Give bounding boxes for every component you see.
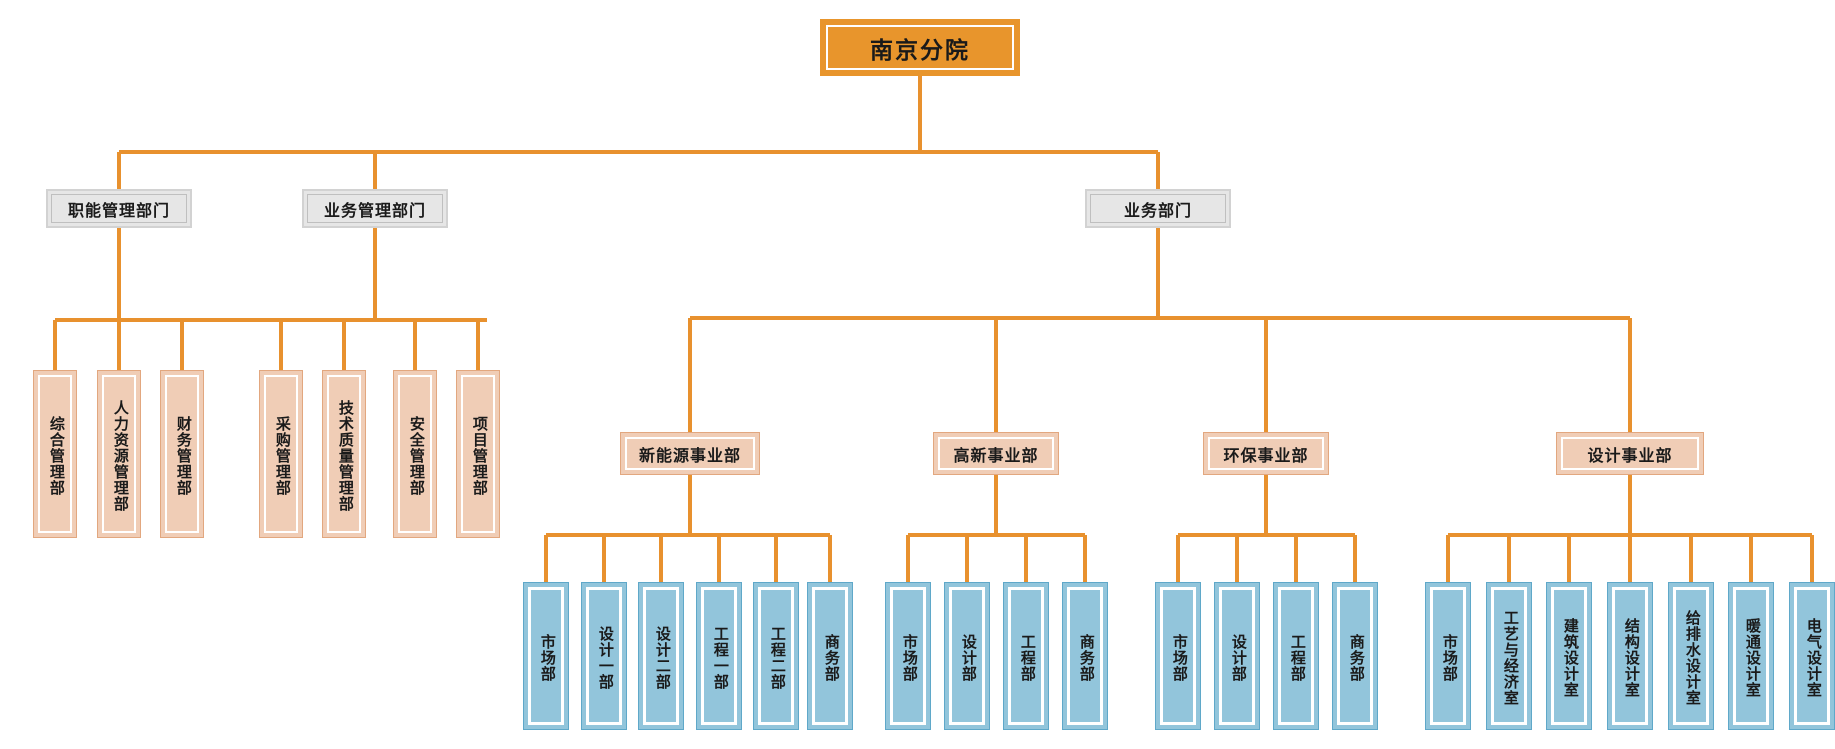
- node-new-energy-division[interactable]: 新能源事业部: [620, 432, 760, 475]
- node-hightech-commerce-dept-label: 商务部: [1067, 587, 1103, 725]
- node-new-energy-market-dept-label: 市场部: [528, 587, 564, 725]
- node-design-hvac-room-label: 暖通设计室: [1733, 587, 1769, 725]
- node-new-energy-engineering2-dept[interactable]: 工程二部: [753, 582, 799, 730]
- node-environmental-commerce-dept[interactable]: 商务部: [1332, 582, 1378, 730]
- node-project-management-dept-label: 项目管理部: [461, 375, 495, 533]
- node-general-management-dept-label: 综合管理部: [38, 375, 72, 533]
- node-environmental-engineering-dept[interactable]: 工程部: [1273, 582, 1319, 730]
- node-hightech-division[interactable]: 高新事业部: [933, 432, 1059, 475]
- node-new-energy-engineering2-dept-label: 工程二部: [758, 587, 794, 725]
- node-hr-management-dept-label: 人力资源管理部: [102, 375, 136, 533]
- node-design-water-supply-drainage-room-label: 给排水设计室: [1673, 587, 1709, 725]
- node-design-process-economics-room[interactable]: 工艺与经济室: [1486, 582, 1532, 730]
- node-design-process-economics-room-label: 工艺与经济室: [1491, 587, 1527, 725]
- node-design-market-dept-label: 市场部: [1430, 587, 1466, 725]
- node-procurement-management-dept[interactable]: 采购管理部: [259, 370, 303, 538]
- node-hightech-market-dept[interactable]: 市场部: [885, 582, 931, 730]
- node-environmental-division[interactable]: 环保事业部: [1203, 432, 1329, 475]
- node-design-hvac-room[interactable]: 暖通设计室: [1728, 582, 1774, 730]
- node-tech-quality-management-dept[interactable]: 技术质量管理部: [322, 370, 366, 538]
- node-environmental-design-dept-label: 设计部: [1219, 587, 1255, 725]
- node-hightech-engineering-dept-label: 工程部: [1008, 587, 1044, 725]
- node-design-structure-room-label: 结构设计室: [1612, 587, 1648, 725]
- node-hightech-commerce-dept[interactable]: 商务部: [1062, 582, 1108, 730]
- node-environmental-division-label: 环保事业部: [1208, 437, 1324, 470]
- node-new-energy-commerce-dept[interactable]: 商务部: [807, 582, 853, 730]
- node-new-energy-engineering1-dept[interactable]: 工程一部: [696, 582, 742, 730]
- node-project-management-dept[interactable]: 项目管理部: [456, 370, 500, 538]
- node-finance-management-dept-label: 财务管理部: [165, 375, 199, 533]
- node-environmental-market-dept-label: 市场部: [1160, 587, 1196, 725]
- node-new-energy-market-dept[interactable]: 市场部: [523, 582, 569, 730]
- node-new-energy-engineering1-dept-label: 工程一部: [701, 587, 737, 725]
- node-new-energy-design2-dept-label: 设计二部: [643, 587, 679, 725]
- node-new-energy-design2-dept[interactable]: 设计二部: [638, 582, 684, 730]
- node-root[interactable]: 南京分院: [820, 19, 1020, 76]
- node-environmental-market-dept[interactable]: 市场部: [1155, 582, 1201, 730]
- node-hightech-design-dept[interactable]: 设计部: [944, 582, 990, 730]
- node-hr-management-dept[interactable]: 人力资源管理部: [97, 370, 141, 538]
- node-new-energy-division-label: 新能源事业部: [625, 437, 755, 470]
- node-business-departments-label: 业务部门: [1090, 194, 1226, 223]
- node-business-departments[interactable]: 业务部门: [1085, 189, 1231, 228]
- node-hightech-division-label: 高新事业部: [938, 437, 1054, 470]
- node-business-management[interactable]: 业务管理部门: [302, 189, 448, 228]
- node-new-energy-design1-dept-label: 设计一部: [586, 587, 622, 725]
- node-design-structure-room[interactable]: 结构设计室: [1607, 582, 1653, 730]
- node-procurement-management-dept-label: 采购管理部: [264, 375, 298, 533]
- node-hightech-engineering-dept[interactable]: 工程部: [1003, 582, 1049, 730]
- node-general-management-dept[interactable]: 综合管理部: [33, 370, 77, 538]
- node-environmental-engineering-dept-label: 工程部: [1278, 587, 1314, 725]
- node-design-architecture-room[interactable]: 建筑设计室: [1546, 582, 1592, 730]
- node-design-architecture-room-label: 建筑设计室: [1551, 587, 1587, 725]
- node-root-label: 南京分院: [826, 25, 1014, 70]
- node-hightech-design-dept-label: 设计部: [949, 587, 985, 725]
- node-safety-management-dept[interactable]: 安全管理部: [393, 370, 437, 538]
- node-business-management-label: 业务管理部门: [307, 194, 443, 223]
- node-new-energy-design1-dept[interactable]: 设计一部: [581, 582, 627, 730]
- node-functional-management-label: 职能管理部门: [51, 194, 187, 223]
- node-environmental-design-dept[interactable]: 设计部: [1214, 582, 1260, 730]
- node-functional-management[interactable]: 职能管理部门: [46, 189, 192, 228]
- node-design-electrical-room-label: 电气设计室: [1794, 587, 1830, 725]
- node-hightech-market-dept-label: 市场部: [890, 587, 926, 725]
- node-design-water-supply-drainage-room[interactable]: 给排水设计室: [1668, 582, 1714, 730]
- node-tech-quality-management-dept-label: 技术质量管理部: [327, 375, 361, 533]
- node-safety-management-dept-label: 安全管理部: [398, 375, 432, 533]
- node-environmental-commerce-dept-label: 商务部: [1337, 587, 1373, 725]
- node-design-division[interactable]: 设计事业部: [1556, 432, 1704, 475]
- node-design-market-dept[interactable]: 市场部: [1425, 582, 1471, 730]
- node-finance-management-dept[interactable]: 财务管理部: [160, 370, 204, 538]
- node-design-division-label: 设计事业部: [1561, 437, 1699, 470]
- node-new-energy-commerce-dept-label: 商务部: [812, 587, 848, 725]
- node-design-electrical-room[interactable]: 电气设计室: [1789, 582, 1835, 730]
